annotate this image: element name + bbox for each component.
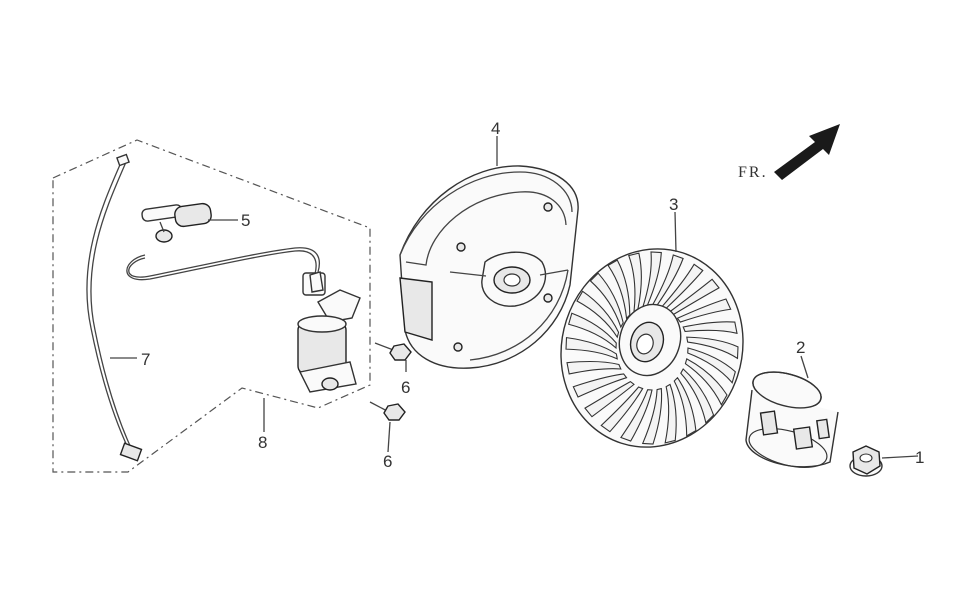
flange-nut (849, 445, 883, 477)
callout-2: 2 (796, 338, 805, 357)
callout-3: 3 (669, 195, 678, 214)
fan-fin (566, 360, 622, 375)
fan-fin (565, 337, 618, 360)
stop-wire (86, 153, 143, 462)
callout-5: 5 (241, 211, 250, 230)
fan-fin (676, 298, 732, 323)
front-direction-indicator: FR. (738, 124, 840, 181)
callout-4: 4 (491, 119, 500, 138)
starter-pulley (745, 371, 839, 469)
fan-fin (664, 383, 677, 444)
direction-label: FR. (738, 164, 768, 181)
fan-fin (620, 389, 653, 442)
ignition-lead (126, 247, 320, 281)
flywheel (399, 165, 579, 369)
cooling-fan (560, 248, 744, 448)
fan-fin (641, 251, 662, 309)
bolt-lower (369, 401, 406, 421)
fan-fin (628, 252, 642, 313)
callout-8: 8 (258, 433, 267, 452)
callout-7: 7 (141, 350, 150, 369)
fan-fin (660, 263, 704, 310)
fan-fin (673, 376, 697, 437)
fan-fin (589, 272, 624, 329)
fan-fin (680, 368, 715, 424)
assembly-boundary (52, 139, 371, 473)
fan-fin (641, 387, 663, 445)
callout-6-upper: 6 (401, 378, 410, 397)
fan-fin (651, 254, 684, 307)
fan-fin (686, 336, 739, 360)
spark-plug-cap (141, 202, 212, 243)
fan-fin (684, 358, 728, 406)
callout-6-lower: 6 (383, 452, 392, 471)
fan-fin (687, 347, 736, 384)
fan-fin (584, 380, 635, 418)
ignition-coil (297, 271, 361, 393)
fan-fin (572, 373, 628, 398)
callout-labels: 1 2 3 4 5 6 6 7 8 (141, 119, 924, 471)
bolt-upper (374, 342, 412, 361)
fan-fin (576, 290, 620, 339)
fan-fin (567, 312, 617, 350)
fan-fin (682, 321, 738, 335)
front-arrow-icon (774, 124, 840, 180)
leader-lines (110, 136, 919, 459)
fan-fin (600, 386, 644, 433)
fan-fin (607, 259, 631, 320)
callout-1: 1 (915, 448, 924, 467)
fan-fin (669, 278, 720, 316)
